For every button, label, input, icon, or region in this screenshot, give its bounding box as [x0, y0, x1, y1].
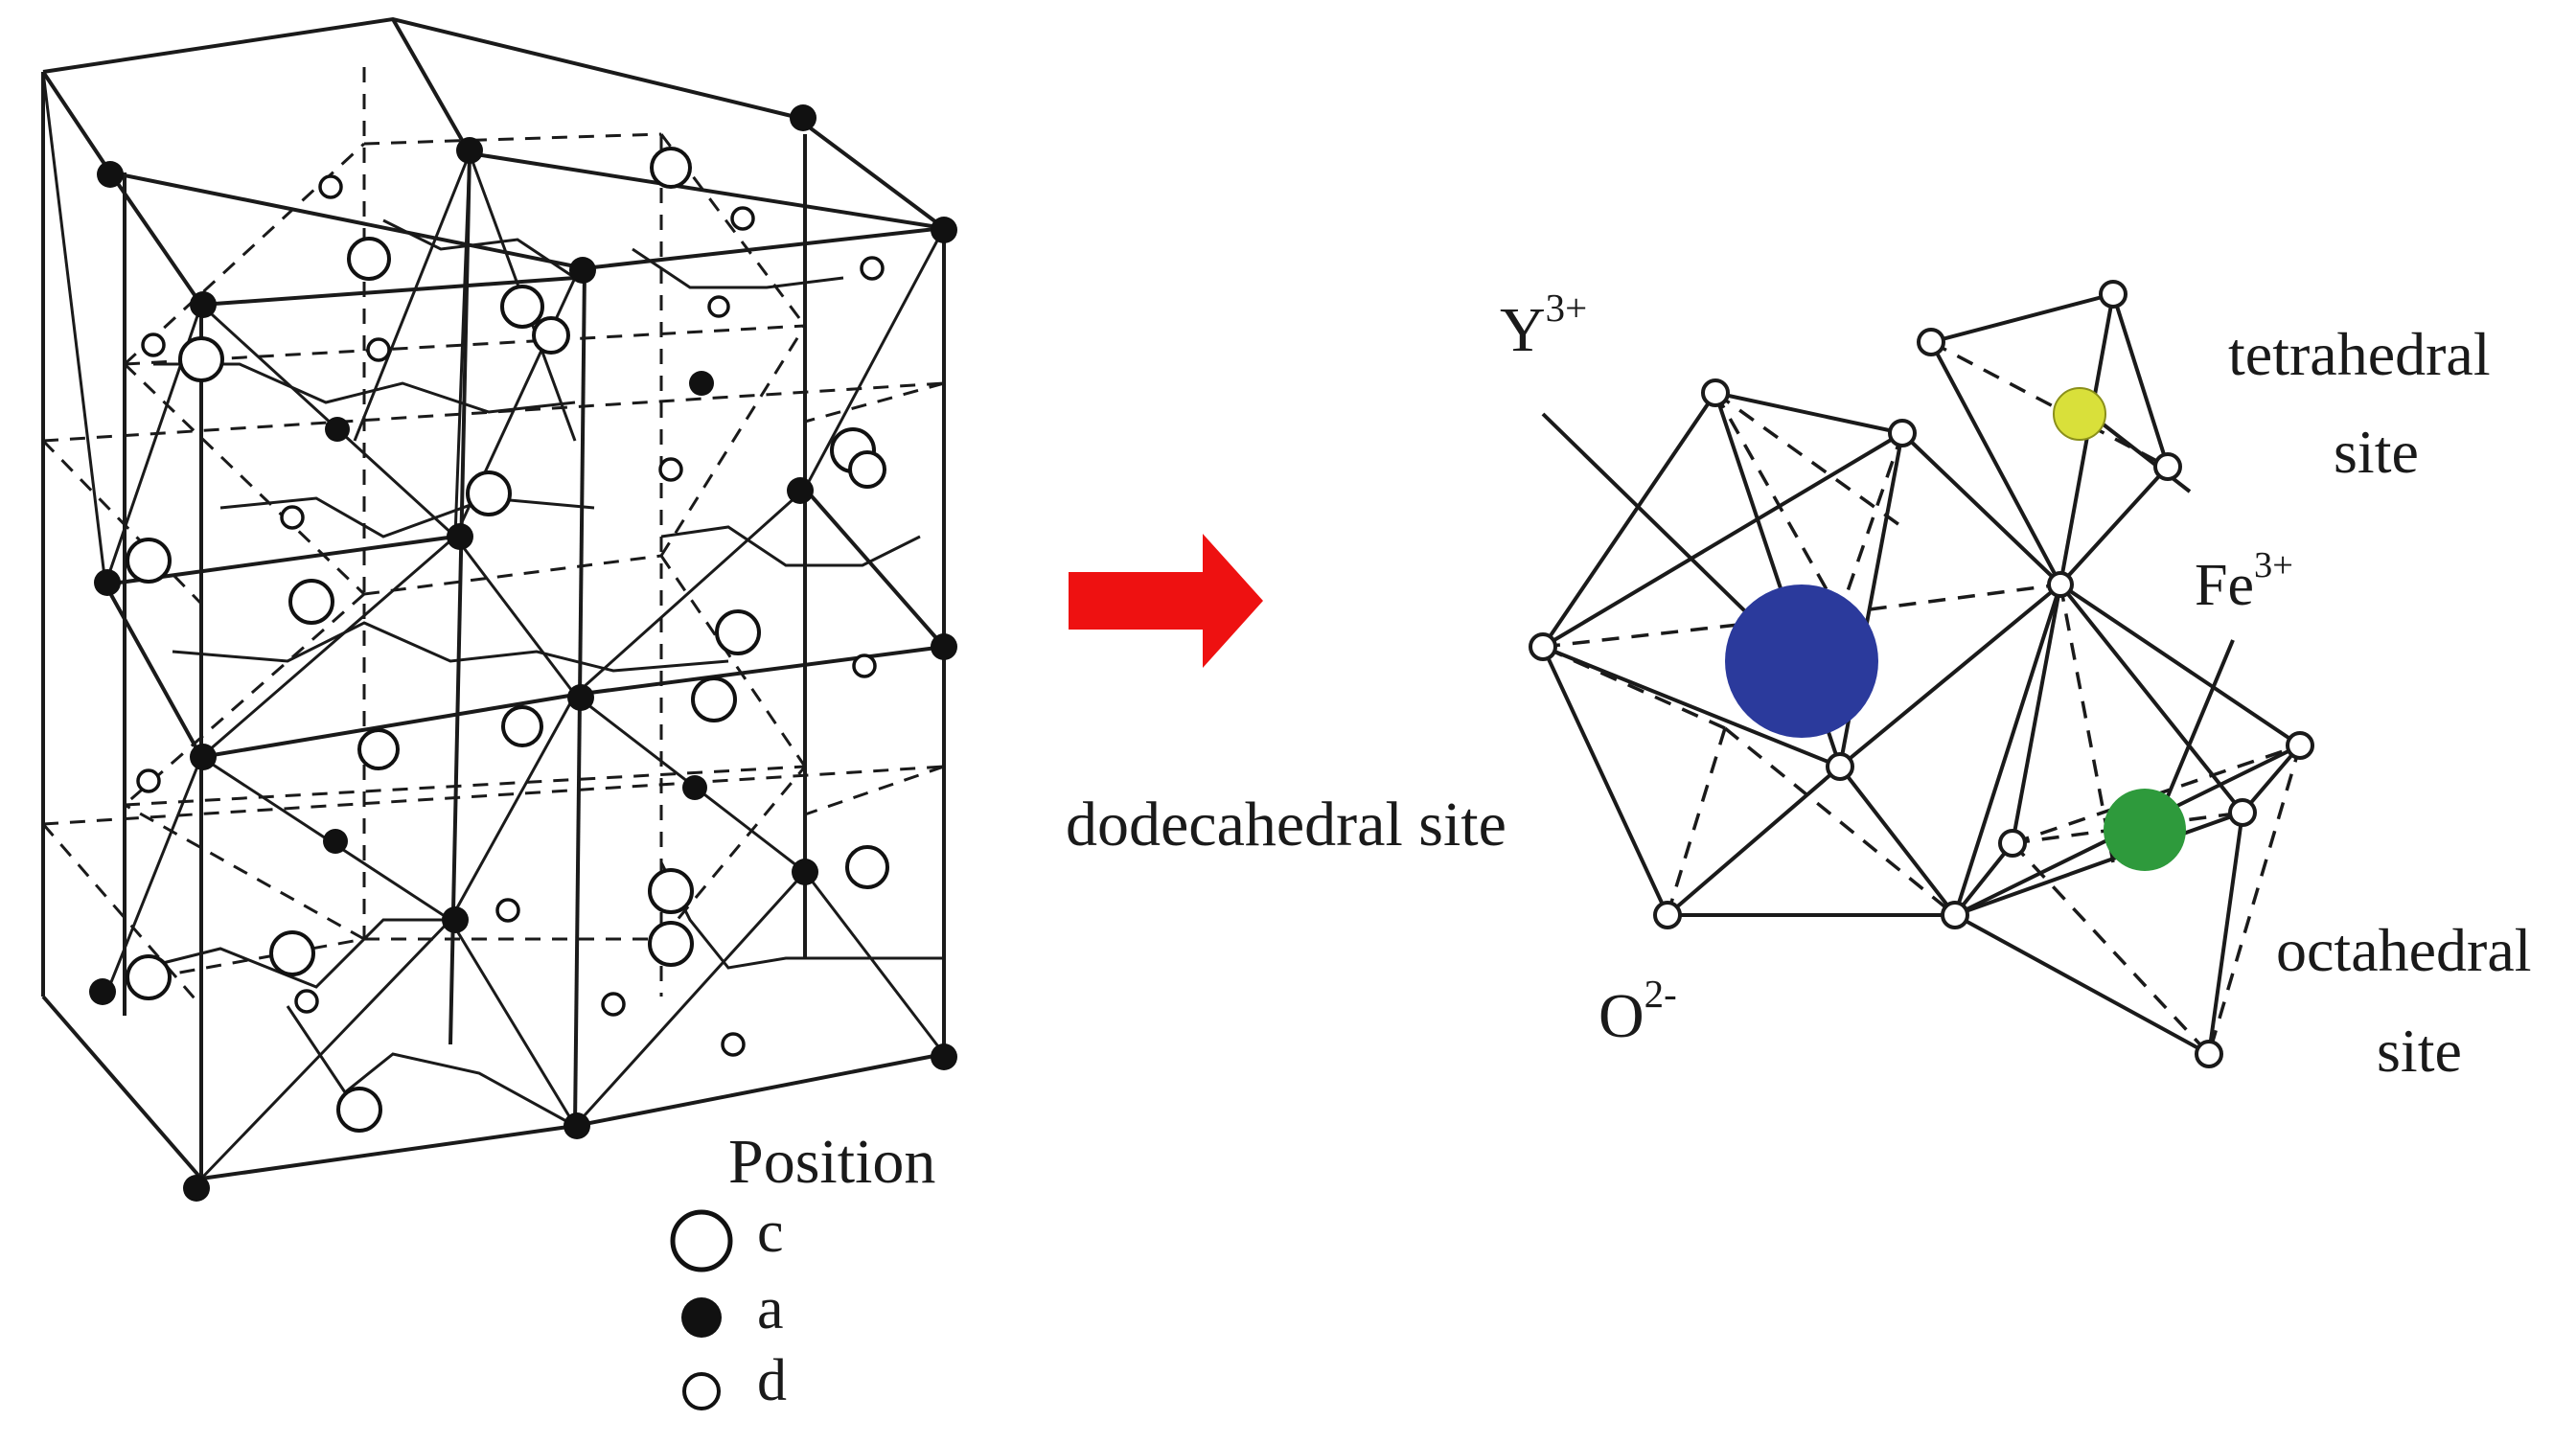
- a-site-atoms: [89, 104, 957, 1202]
- dodecahedral-site-label: dodecahedral site: [1066, 790, 1506, 860]
- fe3-label: Fe3+: [2195, 547, 2293, 618]
- y3-cation: [1725, 584, 1878, 738]
- tetrahedral-site-label-line1: tetrahedral: [2228, 320, 2491, 388]
- transition-arrow: [1069, 534, 1263, 668]
- legend-c-symbol: [670, 1209, 733, 1272]
- fe3-label-charge: 3+: [2254, 545, 2293, 586]
- c-site-atoms: [126, 147, 889, 1133]
- legend-a-symbol: [681, 1297, 722, 1338]
- unit-cell-lattice: [41, 16, 946, 1180]
- legend-label-a: a: [757, 1276, 784, 1341]
- octahedral-site-label-line1: octahedral: [2276, 916, 2532, 984]
- legend-symbols: [670, 1209, 733, 1410]
- octahedral-site-label-line2: site: [2377, 1017, 2462, 1085]
- legend-title: Position: [728, 1127, 936, 1197]
- legend-label-c: c: [757, 1200, 784, 1265]
- y3-label: Y3+: [1500, 288, 1587, 362]
- y3-label-base: Y: [1500, 295, 1546, 365]
- tetrahedral-site-label-line2: site: [2334, 418, 2419, 486]
- fe3-octahedral-cation: [2104, 789, 2186, 871]
- legend-d-symbol: [682, 1372, 721, 1410]
- o2-label: O2-: [1598, 974, 1677, 1048]
- o2-label-base: O: [1598, 981, 1644, 1051]
- oxygen-vertices: [1529, 280, 2314, 1068]
- polyhedra-network: [1541, 292, 2302, 1056]
- legend-label-d: d: [757, 1348, 787, 1413]
- d-site-atoms: [136, 174, 885, 1057]
- pointer-arrows: [1541, 400, 2235, 846]
- fe3-tetrahedral-cation: [2053, 387, 2106, 441]
- fe3-label-base: Fe: [2195, 553, 2254, 618]
- o2-label-charge: 2-: [1644, 973, 1677, 1017]
- y3-label-charge: 3+: [1545, 287, 1588, 331]
